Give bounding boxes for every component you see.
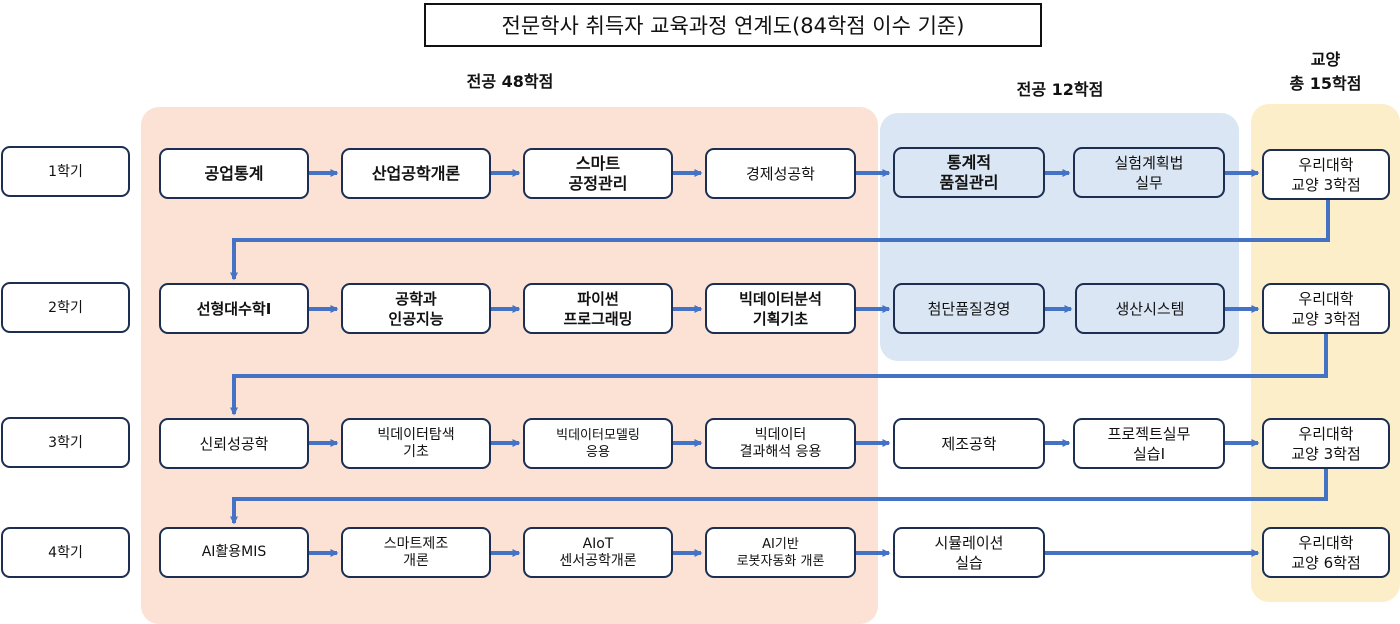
course-box: 스마트 공정관리 (523, 148, 673, 199)
course-box: 빅데이터탐색 기초 (341, 418, 491, 469)
general-credit-box: 우리대학 교양 3학점 (1262, 418, 1390, 469)
page-title: 전문학사 취득자 교육과정 연계도(84학점 이수 기준) (424, 3, 1042, 47)
course-box: AIoT 센서공학개론 (523, 527, 673, 578)
course-box: 제조공학 (893, 418, 1045, 469)
course-box: 빅데이터 결과해석 응용 (705, 418, 856, 469)
course-box: 프로젝트실무 실습I (1073, 418, 1225, 469)
major-12-header: 전공 12학점 (1016, 80, 1104, 99)
flow-arrow (230, 334, 1328, 416)
course-box: 선형대수학I (159, 283, 309, 334)
course-box: 통계적 품질관리 (893, 147, 1045, 198)
semester-label: 4학기 (1, 527, 130, 578)
course-box: 공업통계 (159, 148, 309, 199)
semester-label: 2학기 (1, 282, 130, 333)
course-box: 실험계획법 실무 (1073, 147, 1225, 198)
general-credit-box: 우리대학 교양 6학점 (1262, 527, 1390, 578)
flow-arrow (230, 469, 1328, 525)
course-box: AI활용MIS (159, 527, 309, 578)
course-box: 생산시스템 (1075, 283, 1225, 334)
course-box: 신뢰성공학 (159, 418, 309, 469)
semester-label: 1학기 (1, 146, 130, 197)
flow-arrow (230, 200, 1330, 281)
course-box: 파이썬 프로그래밍 (523, 283, 673, 334)
course-box: 빅데이터분석 기획기초 (705, 283, 856, 334)
general-credit-box: 우리대학 교양 3학점 (1262, 283, 1390, 334)
course-box: 경제성공학 (705, 148, 856, 199)
general-header-line1: 교양 (1310, 50, 1341, 69)
course-box: 공학과 인공지능 (341, 283, 491, 334)
semester-label: 3학기 (1, 417, 130, 468)
general-header-line2: 총 15학점 (1289, 74, 1362, 93)
major-48-header: 전공 48학점 (466, 72, 554, 91)
course-box: 빅데이터모델링 응용 (523, 418, 673, 469)
course-box: 시뮬레이션 실습 (893, 527, 1045, 578)
course-box: 첨단품질경영 (893, 283, 1045, 334)
course-box: 스마트제조 개론 (341, 527, 491, 578)
general-credit-box: 우리대학 교양 3학점 (1262, 149, 1390, 200)
course-box: 산업공학개론 (341, 148, 491, 199)
course-box: AI기반 로봇자동화 개론 (705, 527, 856, 578)
